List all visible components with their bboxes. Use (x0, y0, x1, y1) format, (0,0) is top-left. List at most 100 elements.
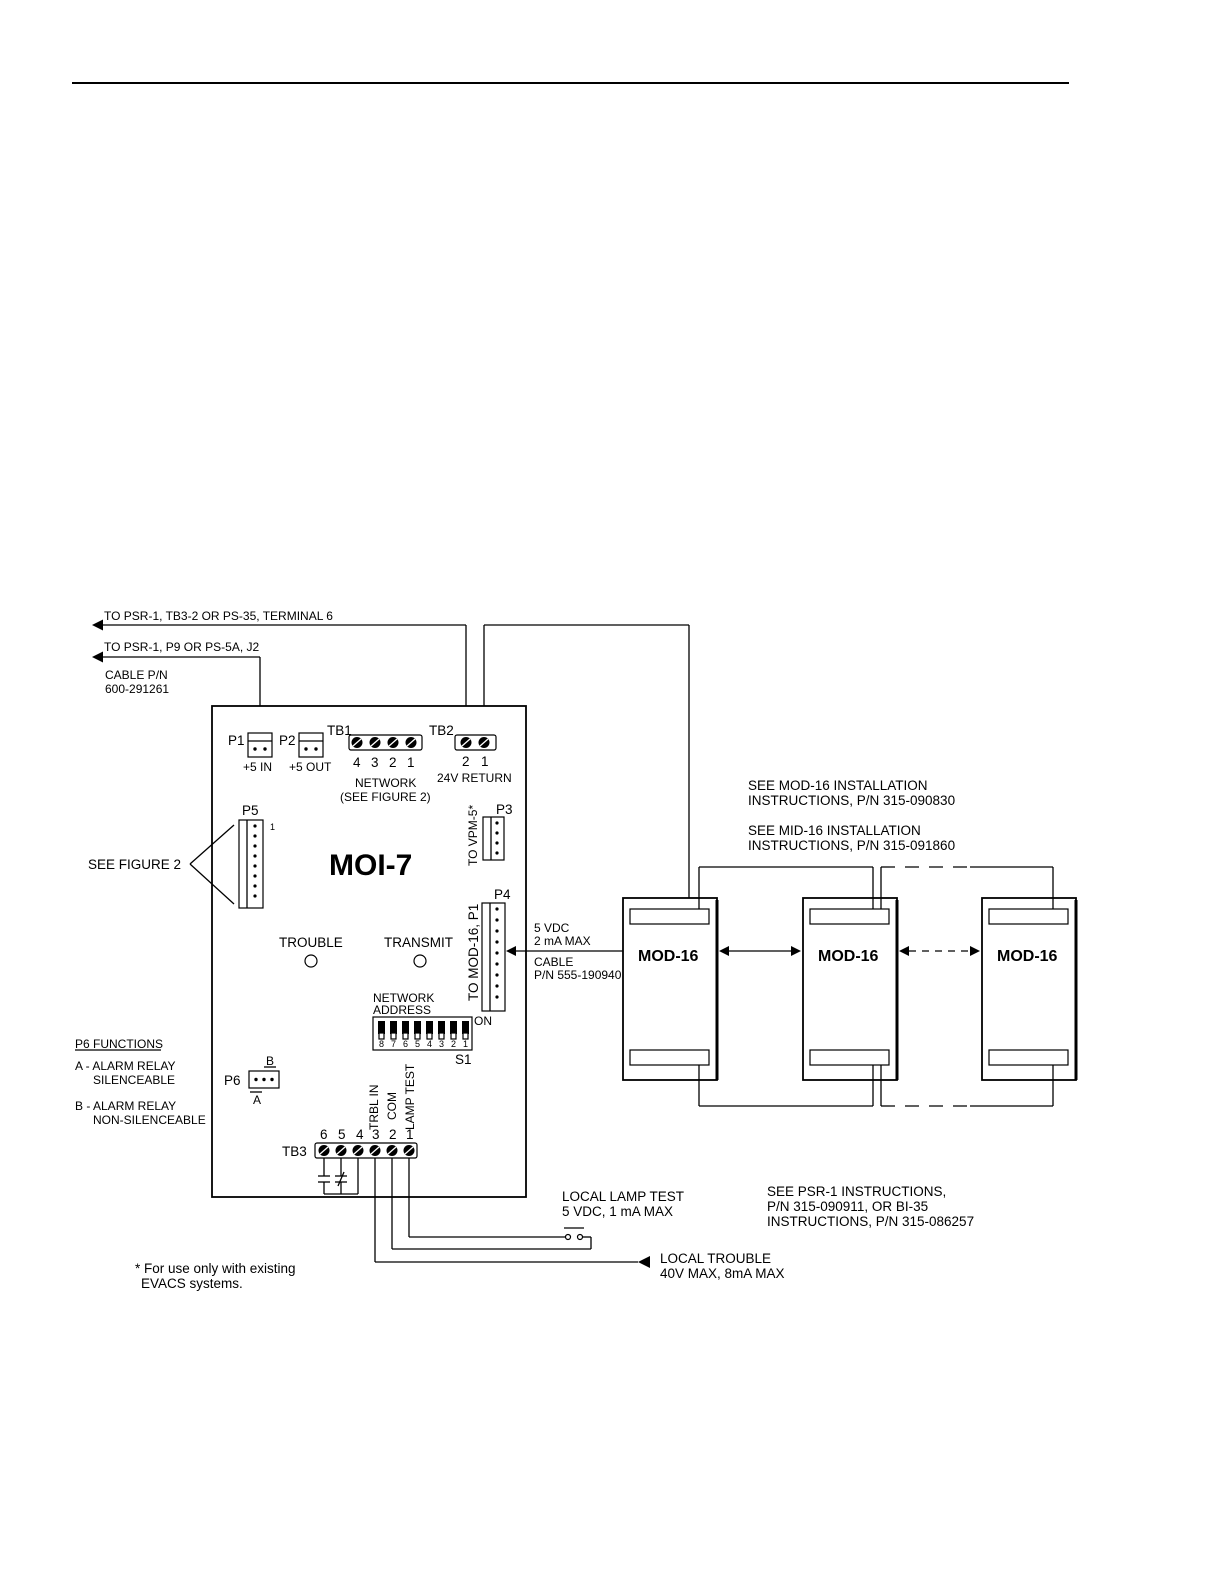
mod16-module-2: MOD-16 (802, 897, 899, 1081)
tb3-relay-contacts (318, 1158, 359, 1195)
mod16-label-1: MOD-16 (638, 948, 699, 965)
dip-num-5: 5 (415, 1039, 420, 1049)
tb1-network-label: NETWORK (355, 776, 416, 790)
p4-cable: 5 VDC 2 mA MAX CABLE P/N 555-190940 (506, 921, 623, 982)
p4-cable-label: CABLE (534, 955, 573, 969)
mod16-link-arrow-1 (719, 946, 801, 956)
see-mid16-line-2: INSTRUCTIONS, P/N 315-091860 (748, 838, 955, 853)
tb2-return-label: 24V RETURN (437, 771, 512, 785)
p5-connector: P5 1 (238, 803, 275, 909)
see-psr1-line-3: INSTRUCTIONS, P/N 315-086257 (767, 1214, 974, 1229)
footnote: * For use only with existing EVACS syste… (135, 1261, 296, 1291)
psr1-p9-lead: TO PSR-1, P9 OR PS-5A, J2 CABLE P/N 600-… (92, 640, 261, 735)
p6-b-line-2: NON-SILENCEABLE (93, 1113, 206, 1127)
transmit-label: TRANSMIT (384, 935, 453, 950)
tb1-see-figure-label: (SEE FIGURE 2) (340, 790, 431, 804)
lamp-test-label: LAMP TEST (403, 1063, 417, 1130)
mod16-label-2: MOD-16 (818, 948, 879, 965)
p3-connector: P3 TO VPM-5* (466, 802, 513, 866)
p1-label: P1 (228, 733, 245, 748)
s1-label: S1 (455, 1052, 472, 1067)
tb3-terminal-block: TB3 6 5 4 3 2 1 (282, 1127, 418, 1159)
p6-label: P6 (224, 1073, 241, 1088)
com-label: COM (385, 1092, 399, 1120)
tb1-num-3: 3 (371, 755, 379, 770)
network-address-label-1: NETWORK (373, 991, 434, 1005)
local-trouble-wiring: LOCAL TROUBLE 40V MAX, 8mA MAX (374, 1158, 785, 1281)
p6-a-label: A (253, 1093, 261, 1107)
local-lamp-test-rating: 5 VDC, 1 mA MAX (562, 1204, 673, 1219)
p6-b-line-1: B - ALARM RELAY (75, 1099, 176, 1113)
to-psr1-p9-label: TO PSR-1, P9 OR PS-5A, J2 (104, 640, 259, 654)
local-trouble-label: LOCAL TROUBLE (660, 1251, 771, 1266)
tb3-num-2: 2 (389, 1127, 397, 1142)
tb3-num-3: 3 (372, 1127, 380, 1142)
p5-pin-1-label: 1 (270, 822, 275, 832)
p2-connector: P2 +5 OUT (279, 732, 332, 774)
p4-label: P4 (494, 887, 511, 902)
dip-num-2: 2 (451, 1039, 456, 1049)
mod16-link-arrow-2 (899, 946, 980, 956)
p1-connector: P1 +5 IN (228, 732, 273, 774)
trouble-label: TROUBLE (279, 935, 343, 950)
p3-label: P3 (496, 802, 513, 817)
mod16-module-3: MOD-16 (981, 897, 1078, 1081)
tb3-num-6: 6 (320, 1127, 328, 1142)
dip-num-6: 6 (403, 1039, 408, 1049)
footnote-line-2: EVACS systems. (141, 1276, 243, 1291)
tb3-num-4: 4 (356, 1127, 364, 1142)
see-mod16-line-2: INSTRUCTIONS, P/N 315-090830 (748, 793, 955, 808)
p5-label: P5 (242, 803, 259, 818)
mod16-instructions-note: SEE MOD-16 INSTALLATION INSTRUCTIONS, P/… (748, 778, 955, 808)
tb1-terminal-block: TB1 4 3 2 1 NETWORK (SEE FIGURE 2) (327, 723, 431, 804)
tb1-label: TB1 (327, 723, 352, 738)
p1-sublabel: +5 IN (243, 760, 272, 774)
p6-functions-legend: P6 FUNCTIONS A - ALARM RELAY SILENCEABLE… (75, 1037, 206, 1127)
local-lamp-test-label: LOCAL LAMP TEST (562, 1189, 684, 1204)
dip-num-7: 7 (391, 1039, 396, 1049)
p4-cable-number: P/N 555-190940 (534, 968, 622, 982)
transmit-led: TRANSMIT (384, 935, 453, 968)
see-psr1-line-1: SEE PSR-1 INSTRUCTIONS, (767, 1184, 946, 1199)
psr1-tb3-lead: TO PSR-1, TB3-2 OR PS-35, TERMINAL 6 (92, 609, 467, 738)
tb3-label: TB3 (282, 1144, 307, 1159)
p2-label: P2 (279, 733, 296, 748)
p6-b-label: B (266, 1054, 274, 1068)
tb2-num-2: 2 (462, 754, 470, 769)
dip-num-3: 3 (439, 1039, 444, 1049)
trouble-led: TROUBLE (279, 935, 343, 968)
mid16-instructions-note: SEE MID-16 INSTALLATION INSTRUCTIONS, P/… (748, 823, 955, 853)
psr1-instructions-note: SEE PSR-1 INSTRUCTIONS, P/N 315-090911, … (767, 1184, 974, 1229)
dip-on-label: ON (474, 1014, 492, 1028)
tb3-num-5: 5 (338, 1127, 346, 1142)
dip-num-8: 8 (379, 1039, 384, 1049)
trbl-in-label: TRBL IN (367, 1084, 381, 1130)
network-address-label-2: ADDRESS (373, 1003, 431, 1017)
dip-num-1: 1 (463, 1039, 468, 1049)
p6-functions-title: P6 FUNCTIONS (75, 1037, 163, 1051)
p6-connector: P6 B A (224, 1054, 280, 1107)
local-trouble-rating: 40V MAX, 8mA MAX (660, 1266, 785, 1281)
p4-connector: P4 TO MOD-16, P1 (466, 887, 511, 1012)
tb3-num-1: 1 (406, 1127, 414, 1142)
dip-num-4: 4 (427, 1039, 432, 1049)
local-lamp-test-wiring: LOCAL LAMP TEST 5 VDC, 1 mA MAX (391, 1158, 684, 1250)
tb1-num-1: 1 (407, 755, 415, 770)
mod16-label-3: MOD-16 (997, 948, 1058, 965)
see-figure-2-callout: SEE FIGURE 2 (88, 824, 235, 905)
p6-a-line-1: A - ALARM RELAY (75, 1059, 175, 1073)
mod16-bottom-bus (698, 1065, 1054, 1107)
see-figure-2-label: SEE FIGURE 2 (88, 857, 181, 872)
tb2-terminal-block: TB2 2 1 24V RETURN (429, 723, 512, 785)
tb2-label: TB2 (429, 723, 454, 738)
s1-dip-switch: NETWORK ADDRESS 8 7 6 5 4 3 2 1 ON S1 (372, 991, 492, 1067)
cable-pn-number: 600-291261 (105, 682, 169, 696)
p4-voltage-label: 5 VDC (534, 921, 570, 935)
dip-switch-levers (378, 1021, 469, 1040)
tb1-num-4: 4 (353, 755, 361, 770)
moi7-title: MOI-7 (329, 849, 412, 882)
to-mod16-p1-label: TO MOD-16, P1 (466, 904, 481, 1001)
cable-pn-label: CABLE P/N (105, 668, 168, 682)
moi7-board (211, 705, 527, 1198)
